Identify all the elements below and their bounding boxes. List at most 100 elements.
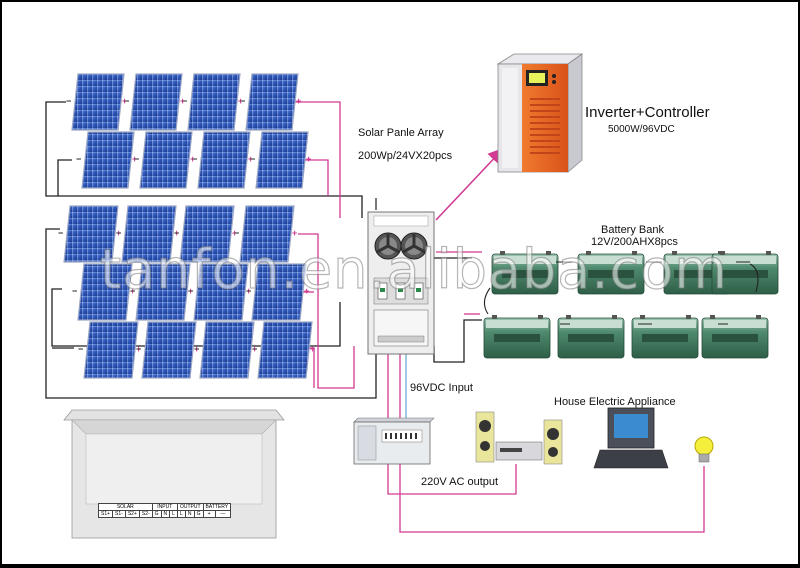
svg-text:+: + [248,154,253,164]
solar-panel: −+ [116,205,179,263]
solar-array-spec: 200Wp/24VX20pcs [358,150,453,162]
svg-text:+: + [174,228,179,238]
svg-text:+: + [246,286,251,296]
terminal-cell: L [176,510,186,518]
svg-text:−: − [182,96,187,106]
solar-panel: −+ [194,321,257,379]
solar-panel: −+ [246,263,309,321]
battery [711,251,779,295]
svg-text:−: − [66,96,71,106]
svg-text:−: − [134,154,139,164]
svg-text:+: + [136,344,141,354]
group-input: INPUT [151,503,178,511]
terminal-cell: N [184,510,195,518]
svg-text:+: + [188,286,193,296]
solar-panel: −+ [192,131,253,189]
terminal-cell: G [193,510,204,518]
terminal-cell: S2- [138,510,153,518]
svg-text:+: + [132,154,137,164]
black-wires [45,101,482,399]
svg-text:+: + [296,96,301,106]
terminal-cell: S1+ [97,510,114,518]
inverter-title: Inverter+Controller [585,104,710,121]
ac-output-label: 220V AC output [421,476,499,488]
svg-text:+: + [130,286,135,296]
battery-spec: 12V/200AHX8pcs [591,236,678,248]
terminal-table: SOLAR INPUT OUTPUT BATTERY S1+ S1- S2+ S… [97,503,232,518]
terminal-cell: — [214,510,232,518]
solar-panel: −+ [136,321,199,379]
battery [631,315,699,359]
svg-text:−: − [250,154,255,164]
solar-panel: −+ [188,263,251,321]
solar-panel: −+ [250,131,311,189]
battery [557,315,625,359]
battery [483,315,551,359]
group-battery: BATTERY [202,503,232,511]
inverter-spec: 5000W/96VDC [608,124,675,135]
computer-appliance [593,407,669,469]
battery [491,251,559,295]
group-solar: SOLAR [98,503,153,511]
svg-text:−: − [124,96,129,106]
dc-input-label: 96VDC Input [410,382,473,394]
group-output: OUTPUT [176,503,204,511]
svg-text:−: − [234,228,239,238]
solar-panel: −+ [66,73,127,131]
svg-text:−: − [252,344,257,354]
svg-text:−: − [246,286,251,296]
solar-panel: −+ [182,73,243,131]
light-bulb [694,436,714,463]
svg-text:−: − [58,228,63,238]
svg-text:+: + [194,344,199,354]
battery-bank [483,251,779,359]
svg-text:−: − [194,344,199,354]
terminal-cell: G [151,510,162,518]
svg-text:−: − [240,96,245,106]
svg-text:+: + [180,96,185,106]
flow-arrow [435,147,505,221]
watermark: tanfon.en.alibaba.com [99,237,728,301]
controller-box [367,211,435,355]
svg-text:+: + [310,344,315,354]
battery [701,315,769,359]
svg-text:−: − [174,228,179,238]
svg-text:+: + [122,96,127,106]
solar-panel: −+ [234,205,297,263]
solar-panel: −+ [252,321,315,379]
svg-text:+: + [304,286,309,296]
distribution-box [353,417,435,465]
svg-text:−: − [136,344,141,354]
battery-title: Battery Bank [601,224,664,236]
svg-text:+: + [190,154,195,164]
svg-text:+: + [232,228,237,238]
solar-panel: −+ [58,205,121,263]
terminal-cell: N [160,510,171,518]
svg-text:+: + [116,228,121,238]
svg-text:−: − [192,154,197,164]
svg-text:−: − [76,154,81,164]
terminal-panel [63,409,285,539]
solar-panel: −+ [76,131,137,189]
appliance-label: House Electric Appliance [554,396,676,408]
battery [577,251,645,295]
svg-text:−: − [116,228,121,238]
svg-text:−: − [188,286,193,296]
solar-panel: −+ [72,263,135,321]
svg-text:−: − [130,286,135,296]
terminal-cell: + [202,510,216,518]
solar-array-title: Solar Panle Array [358,127,444,139]
solar-panel: −+ [130,263,193,321]
terminal-cell: S2+ [124,510,140,518]
terminal-cell: L [169,510,178,518]
solar-panel: −+ [174,205,237,263]
stereo-appliance [475,411,563,465]
terminal-cell: S1- [112,510,126,518]
solar-panel: −+ [78,321,141,379]
svg-text:+: + [292,228,297,238]
solar-panel: −+ [134,131,195,189]
solar-panel-array: −+−+−+−+−+−+−+−+−+−+−+−+−+−+−+−+−+−+−+−+ [58,73,315,379]
svg-text:+: + [252,344,257,354]
